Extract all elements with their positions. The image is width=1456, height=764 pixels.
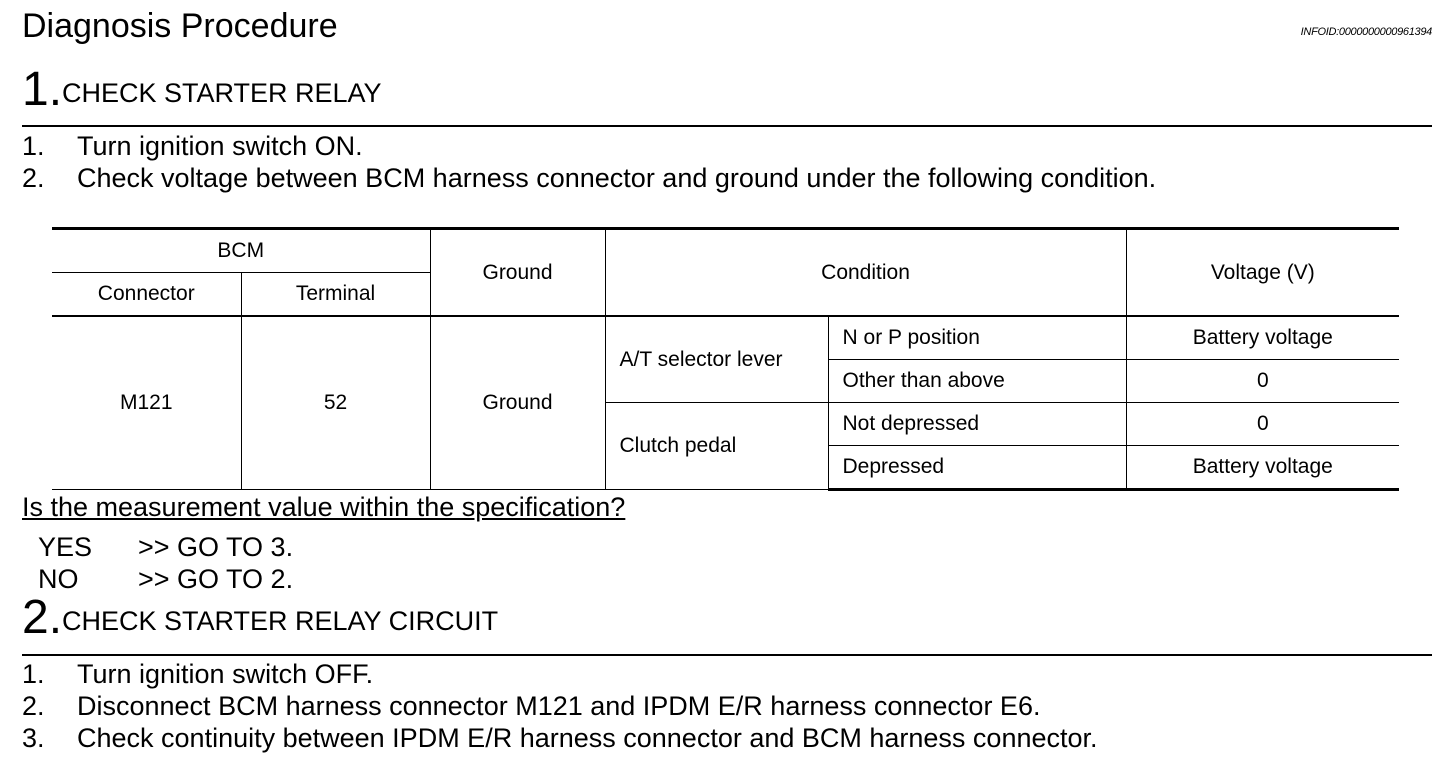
step-2-heading: 2. CHECK STARTER RELAY CIRCUIT [22, 590, 1432, 650]
list-item: 3. Check continuity between IPDM E/R harn… [22, 722, 1098, 754]
item-number: 1. [22, 131, 45, 161]
item-text: Turn ignition switch ON. [77, 131, 363, 161]
item-text: Disconnect BCM harness connector M121 an… [77, 691, 1041, 721]
answer-yes: YES >> GO TO 3. [38, 531, 293, 563]
table-header-bcm: BCM [52, 227, 431, 273]
answer-label: NO [38, 564, 79, 594]
condition-state: Depressed [828, 445, 1127, 491]
item-number: 1. [22, 659, 45, 689]
table-row: Clutch pedal Not depressed 0 [52, 402, 1400, 490]
table-header-connector: Connector [52, 272, 242, 317]
voltage-spec-table: BCM Ground Condition Voltage (V) Connect… [52, 227, 1400, 491]
item-number: 2. [22, 163, 45, 193]
table-header-condition: Condition [604, 227, 1127, 317]
connector-cell: M121 [52, 315, 242, 490]
list-item: 2. Check voltage between BCM harness conn… [22, 162, 1156, 194]
condition-at-selector: A/T selector lever [604, 315, 829, 403]
page-title: Diagnosis Procedure [22, 7, 338, 45]
spec-question: Is the measurement value within the spec… [22, 492, 626, 522]
answer-label: YES [38, 532, 93, 562]
voltage-cell: Battery voltage [1125, 445, 1400, 491]
item-text: Turn ignition switch OFF. [77, 659, 374, 689]
answer-action: >> GO TO 2. [138, 564, 294, 594]
voltage-cell: 0 [1125, 402, 1400, 446]
list-item: 1. Turn ignition switch OFF. [22, 658, 1098, 690]
condition-state: N or P position [827, 315, 1127, 360]
table-header-ground: Ground [429, 227, 606, 317]
step-number: 1. [22, 63, 63, 116]
step-title: CHECK STARTER RELAY [62, 78, 382, 108]
condition-clutch-pedal: Clutch pedal [605, 402, 829, 490]
item-number: 2. [22, 691, 45, 721]
step-number: 2. [22, 591, 63, 644]
info-id: INFOID:0000000000961394 [1300, 26, 1433, 38]
item-text: Check voltage between BCM harness connec… [77, 163, 1157, 193]
item-text: Check continuity between IPDM E/R harnes… [77, 723, 1098, 753]
voltage-cell: 0 [1125, 359, 1400, 403]
table-header-voltage: Voltage (V) [1125, 227, 1400, 317]
list-item: 2. Disconnect BCM harness connector M121 … [22, 690, 1098, 722]
step-title: CHECK STARTER RELAY CIRCUIT [62, 606, 499, 636]
divider [22, 125, 1432, 127]
answer-action: >> GO TO 3. [138, 532, 294, 562]
condition-state: Other than above [828, 359, 1127, 403]
terminal-cell: 52 [240, 315, 431, 490]
table-row: Depressed Battery voltage [52, 445, 1400, 491]
table-header-terminal: Terminal [240, 272, 431, 317]
answer-no: NO >> GO TO 2. [38, 563, 293, 595]
step-1-heading: 1. CHECK STARTER RELAY [22, 62, 1432, 122]
voltage-cell: Battery voltage [1125, 315, 1400, 360]
table-row: Other than above 0 [52, 359, 1400, 403]
ground-cell: Ground [429, 315, 606, 490]
divider [22, 654, 1432, 656]
list-item: 1. Turn ignition switch ON. [22, 130, 1156, 162]
step-1-instructions: 1. Turn ignition switch ON. 2. Check volta… [22, 130, 1156, 194]
table-row: M121 52 Ground A/T selector lever N or P… [52, 315, 1400, 490]
condition-state: Not depressed [827, 402, 1127, 446]
step-2-instructions: 1. Turn ignition switch OFF. 2. Disconnect… [22, 658, 1098, 754]
item-number: 3. [22, 723, 45, 753]
